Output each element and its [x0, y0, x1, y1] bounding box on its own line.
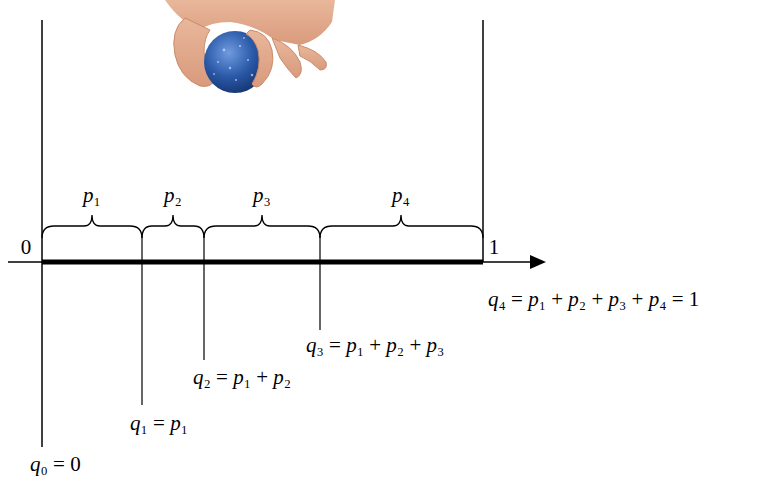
hand-illustration: [165, 0, 335, 93]
axis-arrowhead: [530, 255, 546, 269]
braces: [42, 215, 483, 238]
tick-line: [141, 238, 142, 405]
axis-label: 0: [21, 236, 32, 259]
tick-line: [203, 238, 204, 360]
axis-label: 1: [489, 236, 500, 259]
brace-label: p₁: [83, 184, 101, 207]
tick-line: [319, 238, 320, 330]
cumulative-label: q₀ = 0: [30, 453, 81, 476]
cumulative-label: q₁ = p₁: [130, 412, 188, 435]
right-wall: [482, 20, 484, 262]
brace-label: p₃: [253, 184, 271, 207]
cumulative-label: q₃ = p₁ + p₂ + p₃: [306, 334, 444, 357]
cumulative-label: q₂ = p₁ + p₂: [193, 366, 291, 389]
axis: [8, 261, 534, 263]
cumulative-label: q₄ = p₁ + p₂ + p₃ + p₄ = 1: [488, 288, 699, 311]
brace-label: p₄: [392, 184, 410, 207]
unit-interval: [42, 260, 483, 265]
brace-label: p₂: [164, 184, 182, 207]
